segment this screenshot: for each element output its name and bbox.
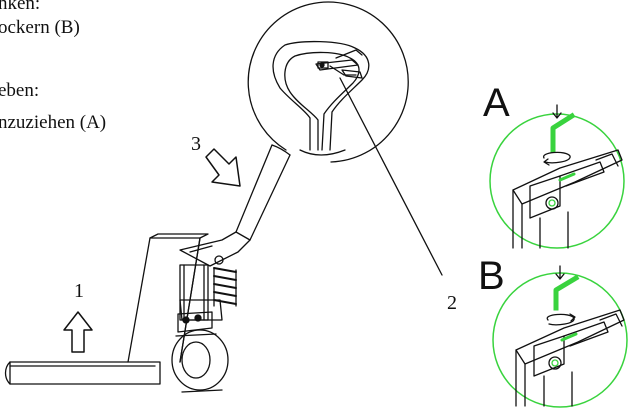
instruction-line-4: nzuziehen (A)	[0, 112, 107, 133]
detail-b-letter: B	[478, 254, 505, 298]
detail-a	[489, 104, 625, 249]
truck-handle-shaft	[235, 144, 291, 241]
handle-detail-magnifier	[247, 1, 409, 163]
instruction-line-2: ockern (B)	[0, 17, 80, 38]
pallet-truck-body	[4, 231, 251, 393]
callout-2-leader	[339, 77, 443, 276]
instruction-line-1: nken:	[0, 0, 41, 14]
rotation-b-icon	[546, 313, 575, 326]
callout-2-label: 2	[447, 292, 457, 314]
callout-3-label: 3	[191, 133, 201, 155]
handle-lever-mechanism	[315, 49, 363, 79]
detail-b	[492, 265, 628, 408]
callout-1-label: 1	[74, 280, 84, 302]
rotation-a-icon	[543, 151, 571, 164]
lever-b-icon	[553, 274, 580, 311]
arrow-up-icon	[63, 311, 93, 353]
steering-wheel	[171, 329, 229, 393]
lever-a-icon	[550, 112, 576, 153]
instruction-line-3: eben:	[0, 80, 40, 101]
push-arrow-icon	[205, 148, 241, 187]
detail-a-letter: A	[483, 81, 510, 125]
